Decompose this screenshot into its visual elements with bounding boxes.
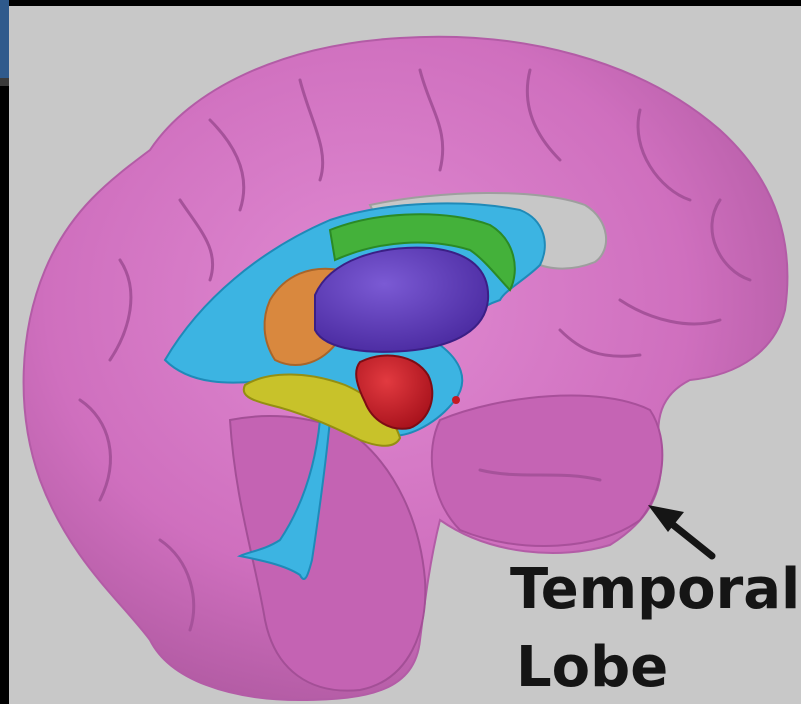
red-speck <box>452 396 460 404</box>
temporal-lobe <box>432 396 663 546</box>
label-temporal: Temporal <box>510 562 800 618</box>
label-lobe: Lobe <box>516 640 668 696</box>
arrow-icon <box>648 505 712 556</box>
